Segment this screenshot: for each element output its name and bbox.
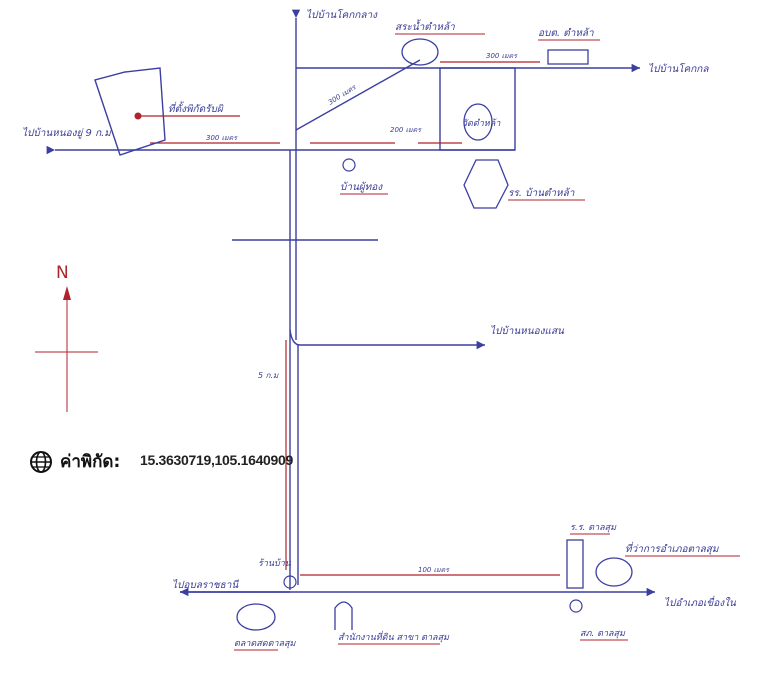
label-kiosk: ที่ตั้งพิกัดรับผิ xyxy=(168,101,224,115)
label-school: รร. บ้านตำหล้า xyxy=(508,187,575,199)
label-to-village-right-top: ไปบ้านโคกกล xyxy=(648,63,709,75)
school-bottom-shape xyxy=(566,539,584,589)
temple-shape xyxy=(463,103,493,141)
label-market: ตลาดสดตาลสุม xyxy=(234,639,297,649)
road-network xyxy=(46,9,655,597)
kiosk-shape xyxy=(94,67,166,156)
district-office-shape xyxy=(595,557,633,587)
house-mark-shape xyxy=(342,158,356,172)
distance-markers xyxy=(150,61,560,576)
school-shape xyxy=(463,159,509,209)
label-to-village-top: ไปบ้านโคกกลาง xyxy=(306,9,378,21)
label-dist-5km: 5 ก.ม xyxy=(258,371,279,380)
label-house-mark: บ้านผู้ทอง xyxy=(340,181,383,193)
health-office-shape xyxy=(401,38,439,66)
label-to-village-left: ไปบ้านหนองยู่ 9 ก.ม xyxy=(22,127,112,139)
label-gov-office: สำนักงานที่ดิน สาขา ตาลสุม xyxy=(338,630,450,643)
north-arrow xyxy=(35,286,98,412)
temple-block xyxy=(439,67,516,151)
label-temple: วัดตำหล้า xyxy=(462,118,501,129)
label-underlines xyxy=(168,33,740,651)
police-box-shape xyxy=(547,49,589,65)
label-to-village-mid: ไปบ้านหนองแสน xyxy=(490,325,565,337)
coordinate-label: ค่าพิกัด: xyxy=(60,452,121,472)
label-dist-300-top: 300 เมตร xyxy=(486,52,518,60)
label-district-office: ที่ว่าการอำเภอตาลสุม xyxy=(625,541,720,555)
north-letter: N xyxy=(56,263,69,283)
road-diagonal xyxy=(295,59,421,131)
label-police-box: อบต. ตำหล้า xyxy=(538,27,594,39)
label-dist-300-left: 300 เมตร xyxy=(206,134,238,142)
police-bottom-shape xyxy=(569,599,583,613)
label-to-bottom-left: ไปอุบลราชธานี xyxy=(172,579,240,591)
label-dist-100: 100 เมตร xyxy=(418,566,450,574)
bottom-house-shape xyxy=(283,575,297,589)
coordinate-block: ค่าพิกัด: xyxy=(30,448,120,475)
label-school-bottom: ร.ร. ตาลสุม xyxy=(570,523,617,533)
label-police-bottom: สภ. ตาลสุม xyxy=(580,629,626,639)
market-shape xyxy=(236,603,276,631)
gov-office-shape xyxy=(334,601,353,630)
label-health-office: สระน้ำตำหล้า xyxy=(395,19,455,33)
label-to-bottom-right: ไปอำเภอเขื่องใน xyxy=(664,595,737,609)
road-mid-east xyxy=(289,329,485,350)
coordinate-value: 15.3630719,105.1640909 xyxy=(140,452,294,468)
label-house-bottom: ร้านบ้าน xyxy=(258,558,292,569)
label-dist-200-mid: 200 เมตร xyxy=(390,126,422,134)
globe-icon xyxy=(30,450,52,473)
